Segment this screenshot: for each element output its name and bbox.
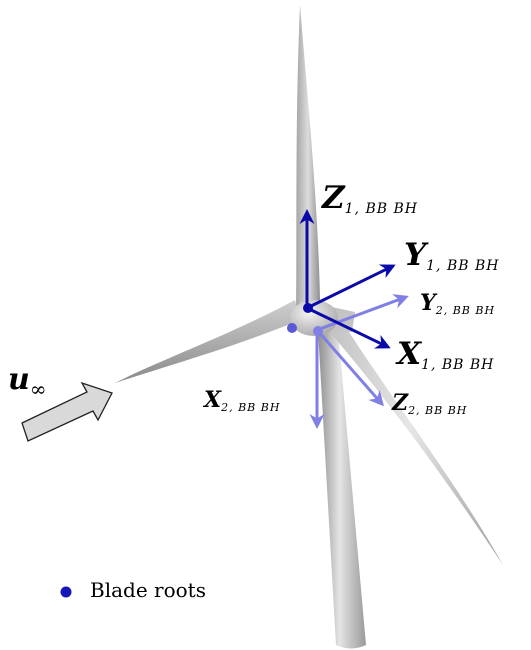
x2-axis-label: X2, BB BH: [204, 387, 281, 414]
turbine-blade-upper: [296, 5, 320, 312]
blade-root-marker: [287, 323, 297, 333]
freestream-arrow: [21, 381, 113, 442]
x1-axis-arrow: [306, 306, 391, 349]
legend-label: Blade roots: [90, 578, 206, 602]
blade-root-marker: [313, 326, 323, 336]
y2-axis-arrow: [316, 294, 409, 332]
x1-axis-label: X1, BB BH: [397, 336, 495, 373]
y2-axis-label: Y2, BB BH: [420, 290, 496, 317]
freestream-velocity-label: u∞: [8, 362, 47, 401]
legend-marker-icon: [60, 586, 72, 598]
z2-axis-label: Z2, BB BH: [392, 390, 468, 417]
blade-root-marker: [303, 303, 313, 313]
turbine-tower: [318, 330, 366, 649]
y1-axis-label: Y1, BB BH: [404, 237, 500, 274]
z1-axis-label: Z1, BB BH: [322, 180, 418, 217]
turbine-blade-right: [318, 312, 503, 565]
y1-axis-arrow: [306, 264, 396, 310]
z2-axis-arrow: [315, 329, 384, 407]
turbine-blade-left: [115, 300, 300, 383]
